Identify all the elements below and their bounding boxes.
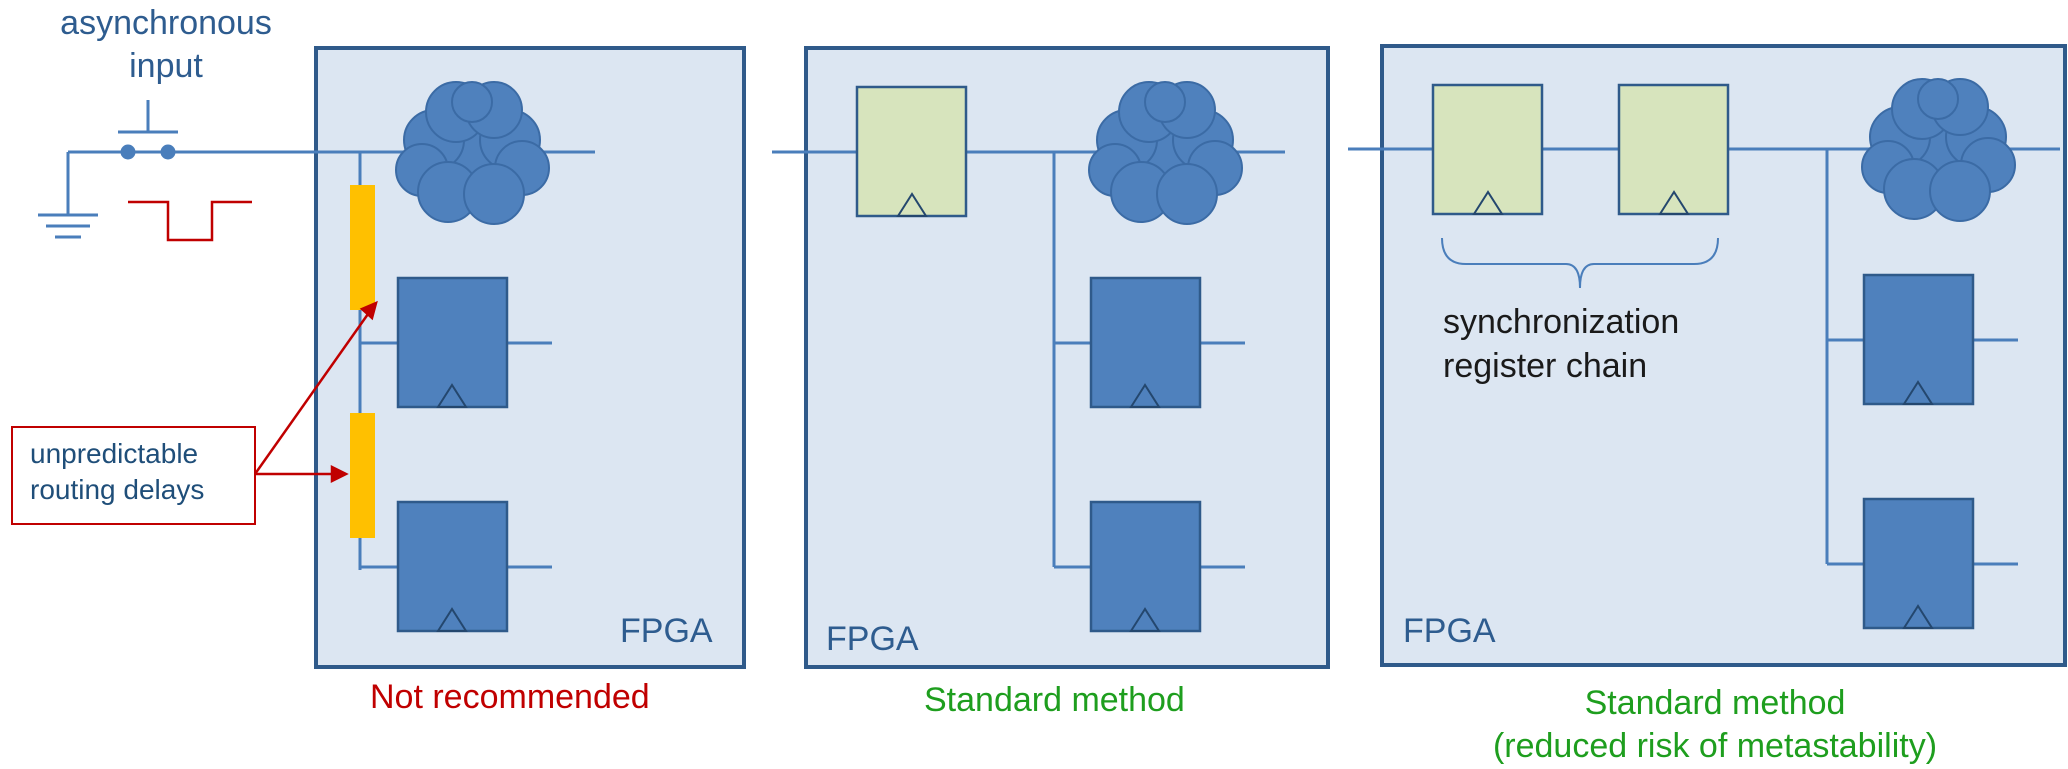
ground-icon (38, 152, 98, 239)
clock-triangle-icon (1658, 190, 1690, 215)
callout-arrows (253, 300, 378, 484)
callout-text: unpredictable routing delays (30, 436, 204, 509)
input-label-line1: asynchronous (60, 4, 272, 42)
clock-triangle-icon (1902, 380, 1934, 405)
caption-not-recommended: Not recommended (370, 678, 650, 716)
register-1b (396, 500, 509, 633)
sync-register-2 (855, 85, 968, 218)
clock-triangle-icon (436, 383, 468, 408)
clock-triangle-icon (1902, 604, 1934, 629)
callout-line1: unpredictable (30, 438, 199, 469)
clock-triangle-icon (436, 607, 468, 632)
input-label: asynchronous input (46, 2, 286, 87)
register-3b (1862, 497, 1975, 630)
push-button-switch-icon (68, 100, 316, 160)
fpga-label-2: FPGA (826, 620, 919, 658)
register-3a (1862, 273, 1975, 406)
sync-chain-line2: register chain (1443, 347, 1648, 386)
clock-triangle-icon (1472, 190, 1504, 215)
routing-delay-bar-1 (350, 185, 375, 310)
sync-chain-label: synchronization register chain (1443, 300, 1679, 388)
caption-standard-method: Standard method (924, 681, 1185, 719)
register-2a (1089, 276, 1202, 409)
pulse-waveform-icon (128, 200, 252, 242)
input-label-line2: input (129, 46, 203, 85)
routing-delay-bar-2 (350, 413, 375, 538)
sync-register-3a (1431, 83, 1544, 216)
caption-reduced-risk-line2: (reduced risk of metastability) (1492, 726, 1938, 765)
callout-line2: routing delays (30, 474, 205, 506)
sync-register-3b (1617, 83, 1730, 216)
sync-chain-brace (1441, 237, 1719, 289)
fpga-label-1: FPGA (620, 612, 713, 650)
register-2b (1089, 500, 1202, 633)
register-1a (396, 276, 509, 409)
clock-triangle-icon (896, 192, 928, 217)
sync-chain-line1: synchronization (1443, 303, 1680, 341)
caption-reduced-risk: Standard method (reduced risk of metasta… (1465, 682, 1965, 767)
fpga-label-3: FPGA (1403, 612, 1496, 650)
clock-triangle-icon (1129, 607, 1161, 632)
caption-reduced-risk-line1: Standard method (1584, 684, 1846, 722)
callout-box (11, 426, 256, 525)
clock-triangle-icon (1129, 383, 1161, 408)
